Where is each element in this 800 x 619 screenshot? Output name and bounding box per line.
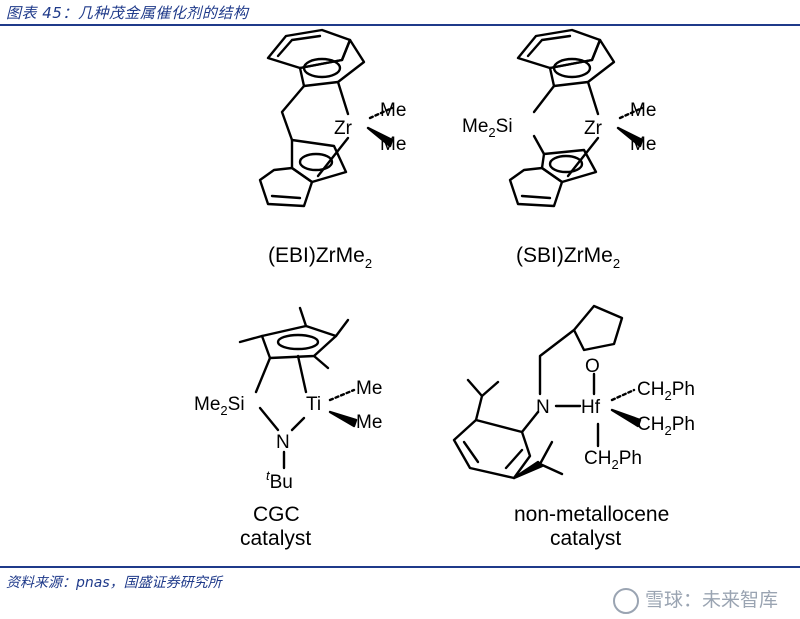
nm-metal: Hf bbox=[581, 397, 601, 418]
cgc-metal: Ti bbox=[306, 394, 321, 415]
sbi-caption: (SBI)ZrMe2 bbox=[516, 244, 620, 271]
ebi-ligand-2: Me bbox=[380, 134, 406, 155]
watermark-text: 雪球：未来智库 bbox=[644, 589, 778, 611]
sbi-structure bbox=[508, 28, 644, 208]
nm-ch2ph-1: CH2Ph bbox=[637, 379, 695, 403]
sbi-bridge: Me2Si bbox=[462, 116, 513, 140]
cgc-ligand-2: Me bbox=[356, 412, 382, 433]
bottom-divider bbox=[0, 566, 800, 568]
ebi-structure bbox=[258, 28, 394, 208]
cgc-ligand-1: Me bbox=[356, 378, 382, 399]
sbi-metal: Zr bbox=[584, 118, 603, 139]
ebi-metal: Zr bbox=[334, 118, 353, 139]
sbi-ligand-1: Me bbox=[630, 100, 656, 121]
nm-n-atom: N bbox=[536, 397, 550, 418]
sbi-ligand-2: Me bbox=[630, 134, 656, 155]
top-divider bbox=[0, 24, 800, 26]
snowball-logo-icon bbox=[612, 587, 639, 614]
nonmetallocene-structure bbox=[452, 304, 642, 480]
cgc-n-atom: N bbox=[276, 432, 290, 453]
figure-title: 图表 45：几种茂金属催化剂的结构 bbox=[6, 4, 249, 22]
nm-ch2ph-2: CH2Ph bbox=[637, 414, 695, 438]
nm-caption-line2: catalyst bbox=[550, 527, 621, 550]
cgc-tbu: tBu bbox=[266, 468, 293, 493]
ebi-ligand-1: Me bbox=[380, 100, 406, 121]
cgc-structure bbox=[238, 306, 358, 470]
watermark: 雪球：未来智库 bbox=[612, 585, 778, 614]
figure-source: 资料来源：pnas，国盛证券研究所 bbox=[6, 575, 222, 591]
cgc-caption-line1: CGC bbox=[253, 503, 300, 526]
nm-caption-line1: non-metallocene bbox=[514, 503, 669, 526]
nm-o-atom: O bbox=[585, 356, 600, 377]
cgc-bridge: Me2Si bbox=[194, 394, 245, 418]
cgc-caption-line2: catalyst bbox=[240, 527, 311, 550]
ebi-caption: (EBI)ZrMe2 bbox=[268, 244, 372, 271]
nm-ch2ph-3: CH2Ph bbox=[584, 448, 642, 472]
